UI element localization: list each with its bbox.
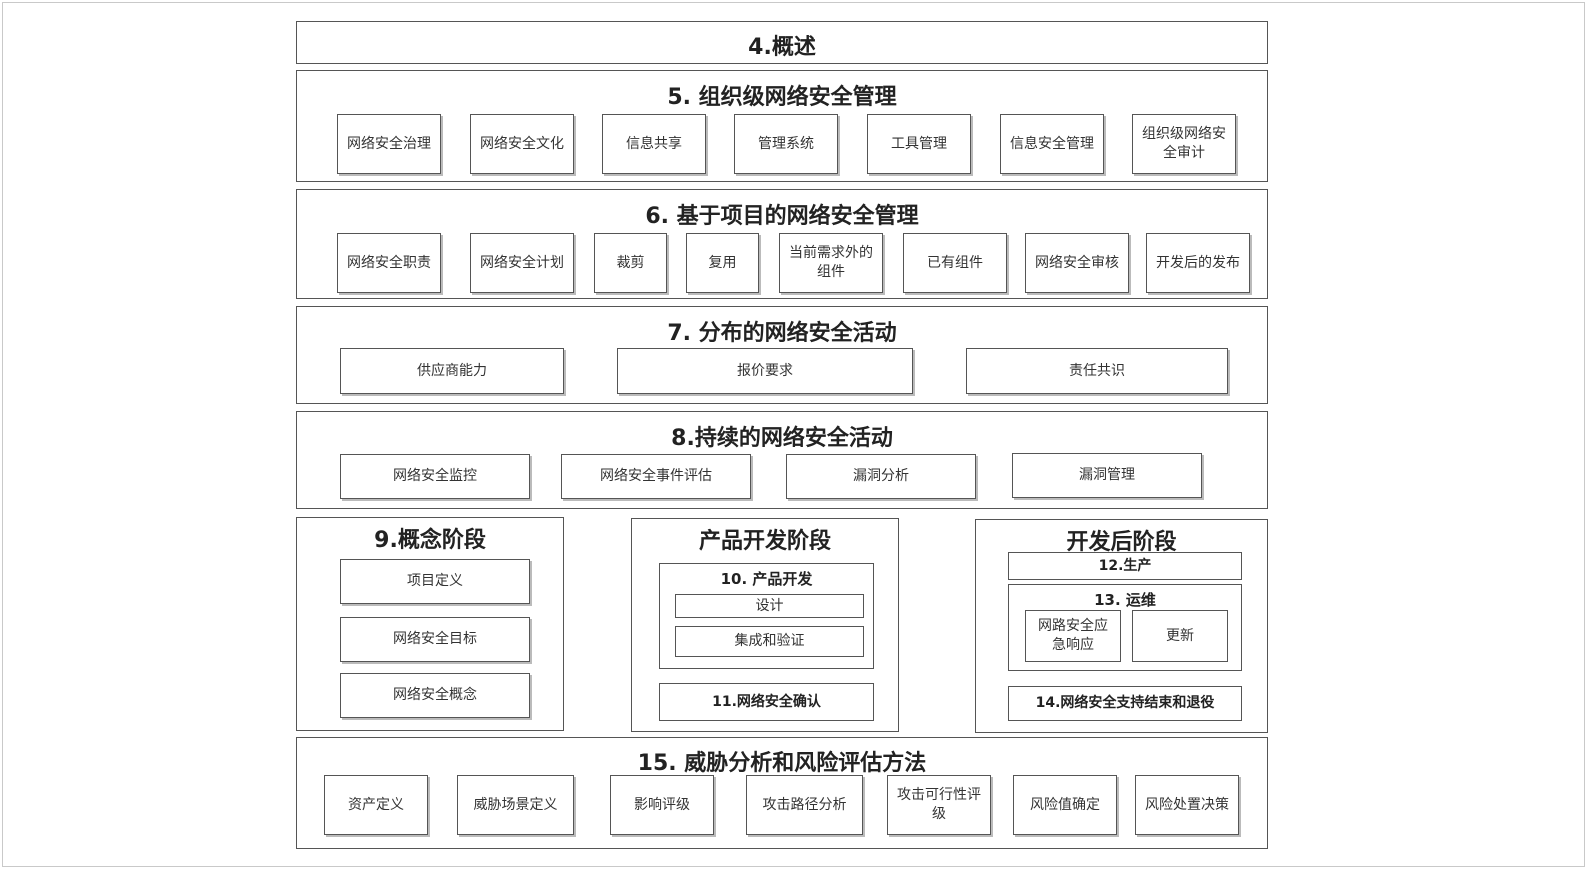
s13-item-incident-response: 网路安全应急响应 — [1025, 610, 1121, 662]
s7-item-supplier-capability: 供应商能力 — [340, 348, 564, 394]
s15-item-asset-identification: 资产定义 — [324, 775, 428, 835]
s15-item-risk-treatment: 风险处置决策 — [1135, 775, 1239, 835]
section-7-distributed-activities: 7. 分布的网络安全活动 供应商能力 报价要求 责任共识 — [296, 306, 1268, 404]
s6-item-plan: 网络安全计划 — [470, 233, 574, 293]
s5-item-tool-management: 工具管理 — [867, 114, 971, 174]
section-5-title: 5. 组织级网络安全管理 — [667, 85, 897, 110]
section-9-concept-phase: 9.概念阶段 项目定义 网络安全目标 网络安全概念 — [296, 517, 564, 731]
s6-item-responsibilities: 网络安全职责 — [337, 233, 441, 293]
s12-production: 12.生产 — [1008, 552, 1242, 580]
section-6-project-management: 6. 基于项目的网络安全管理 网络安全职责 网络安全计划 裁剪 复用 当前需求外… — [296, 189, 1268, 299]
s15-item-impact-rating: 影响评级 — [610, 775, 714, 835]
diagram-frame — [2, 2, 1585, 867]
s9-item-item-definition: 项目定义 — [340, 559, 530, 604]
section-4-overview: 4.概述 — [296, 21, 1268, 64]
s13-operations: 13. 运维 网路安全应急响应 更新 — [1008, 584, 1242, 671]
s6-item-off-the-shelf: 已有组件 — [903, 233, 1007, 293]
s6-item-release: 开发后的发布 — [1146, 233, 1250, 293]
section-15-tara-methods: 15. 威胁分析和风险评估方法 资产定义 威胁场景定义 影响评级 攻击路径分析 … — [296, 737, 1268, 849]
section-9-title: 9.概念阶段 — [374, 528, 486, 553]
section-post-development-phase: 开发后阶段 12.生产 13. 运维 网路安全应急响应 更新 14.网络安全支持… — [975, 519, 1268, 733]
section-8-continual-activities: 8.持续的网络安全活动 网络安全监控 网络安全事件评估 漏洞分析 漏洞管理 — [296, 411, 1268, 509]
s6-item-out-of-context: 当前需求外的组件 — [779, 233, 883, 293]
s15-item-attack-path-analysis: 攻击路径分析 — [746, 775, 863, 835]
s14-end-of-support: 14.网络安全支持结束和退役 — [1008, 686, 1242, 721]
s5-item-infosec-management: 信息安全管理 — [1000, 114, 1104, 174]
dev-phase-title: 产品开发阶段 — [698, 529, 831, 554]
s5-item-info-sharing: 信息共享 — [602, 114, 706, 174]
s7-item-request-for-quotation: 报价要求 — [617, 348, 913, 394]
section-8-title: 8.持续的网络安全活动 — [671, 426, 893, 451]
s6-item-reuse: 复用 — [686, 233, 759, 293]
s8-item-event-evaluation: 网络安全事件评估 — [561, 454, 751, 499]
section-15-title: 15. 威胁分析和风险评估方法 — [637, 751, 927, 776]
s8-item-vulnerability-management: 漏洞管理 — [1012, 453, 1202, 498]
s13-item-updates: 更新 — [1132, 610, 1228, 662]
s11-validation: 11.网络安全确认 — [659, 683, 874, 721]
s8-item-vulnerability-analysis: 漏洞分析 — [786, 454, 976, 499]
s5-item-org-audit: 组织级网络安全审计 — [1132, 114, 1236, 174]
s15-item-risk-value: 风险值确定 — [1013, 775, 1117, 835]
s10-item-integration-verification: 集成和验证 — [675, 626, 864, 657]
s5-item-management-system: 管理系统 — [734, 114, 838, 174]
section-product-development-phase: 产品开发阶段 10. 产品开发 设计 集成和验证 11.网络安全确认 — [631, 518, 899, 732]
s9-item-goals: 网络安全目标 — [340, 617, 530, 662]
section-7-title: 7. 分布的网络安全活动 — [667, 321, 897, 346]
s6-item-assessment: 网络安全审核 — [1025, 233, 1129, 293]
s10-item-design: 设计 — [675, 594, 864, 618]
s10-title: 10. 产品开发 — [720, 570, 813, 588]
section-6-title: 6. 基于项目的网络安全管理 — [645, 204, 919, 229]
s7-item-responsibility-alignment: 责任共识 — [966, 348, 1228, 394]
s6-item-tailoring: 裁剪 — [594, 233, 667, 293]
s15-item-threat-scenario: 威胁场景定义 — [457, 775, 574, 835]
s5-item-governance: 网络安全治理 — [337, 114, 441, 174]
section-5-org-management: 5. 组织级网络安全管理 网络安全治理 网络安全文化 信息共享 管理系统 工具管… — [296, 70, 1268, 182]
s13-title: 13. 运维 — [1094, 591, 1156, 609]
s5-item-culture: 网络安全文化 — [470, 114, 574, 174]
s10-product-development: 10. 产品开发 设计 集成和验证 — [659, 563, 874, 669]
s8-item-monitoring: 网络安全监控 — [340, 454, 530, 499]
s15-item-attack-feasibility: 攻击可行性评级 — [887, 775, 991, 835]
section-4-title: 4.概述 — [748, 35, 816, 60]
s9-item-concept: 网络安全概念 — [340, 673, 530, 718]
post-phase-title: 开发后阶段 — [1066, 530, 1177, 555]
